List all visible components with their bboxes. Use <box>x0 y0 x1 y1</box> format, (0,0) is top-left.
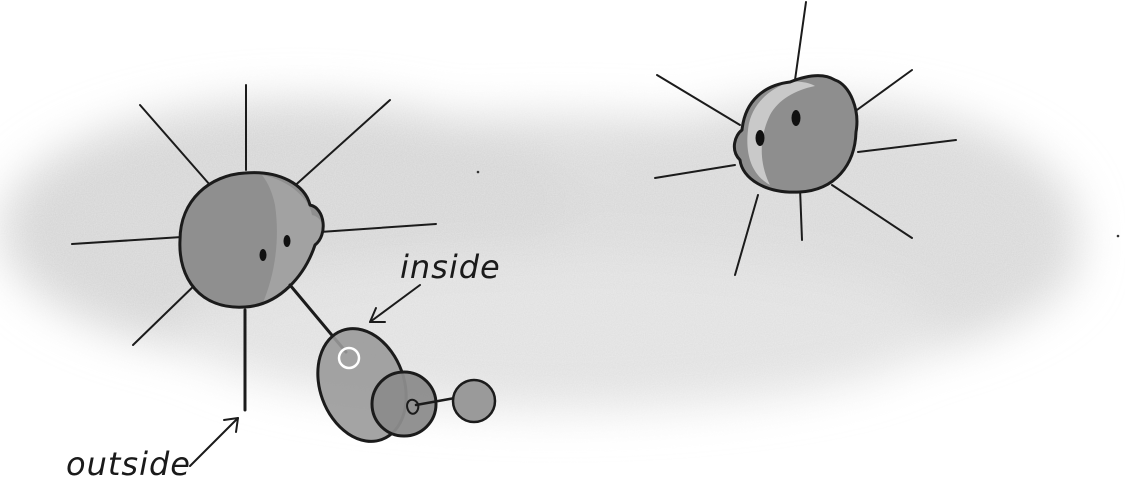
right-cell <box>654 1 957 276</box>
vesicle-group <box>316 327 497 443</box>
outside-label: outside <box>66 445 191 479</box>
left-cell-body <box>178 171 325 309</box>
inside-label: inside <box>400 248 501 286</box>
vesicle-small <box>451 378 497 424</box>
vesicle-medium <box>370 370 438 438</box>
stray-dot <box>476 170 480 174</box>
right-cell-spikes <box>654 1 957 276</box>
left-cell <box>71 84 437 412</box>
right-cell-body <box>732 74 859 194</box>
left-cell-spikes <box>71 84 437 412</box>
left-cell-eye-right <box>283 235 291 247</box>
right-cell-eye-left <box>755 130 765 146</box>
right-cell-eye-right <box>791 110 801 126</box>
vesicle-tether <box>414 396 457 407</box>
outside-arrow-icon <box>189 417 239 467</box>
vesicle-highlight-ring <box>337 346 361 370</box>
inside-annotation: inside <box>369 248 501 323</box>
inside-arrow-icon <box>369 284 421 323</box>
outside-annotation: outside <box>66 417 239 479</box>
left-cell-eye-left <box>259 249 267 261</box>
stray-dot <box>1116 234 1120 238</box>
